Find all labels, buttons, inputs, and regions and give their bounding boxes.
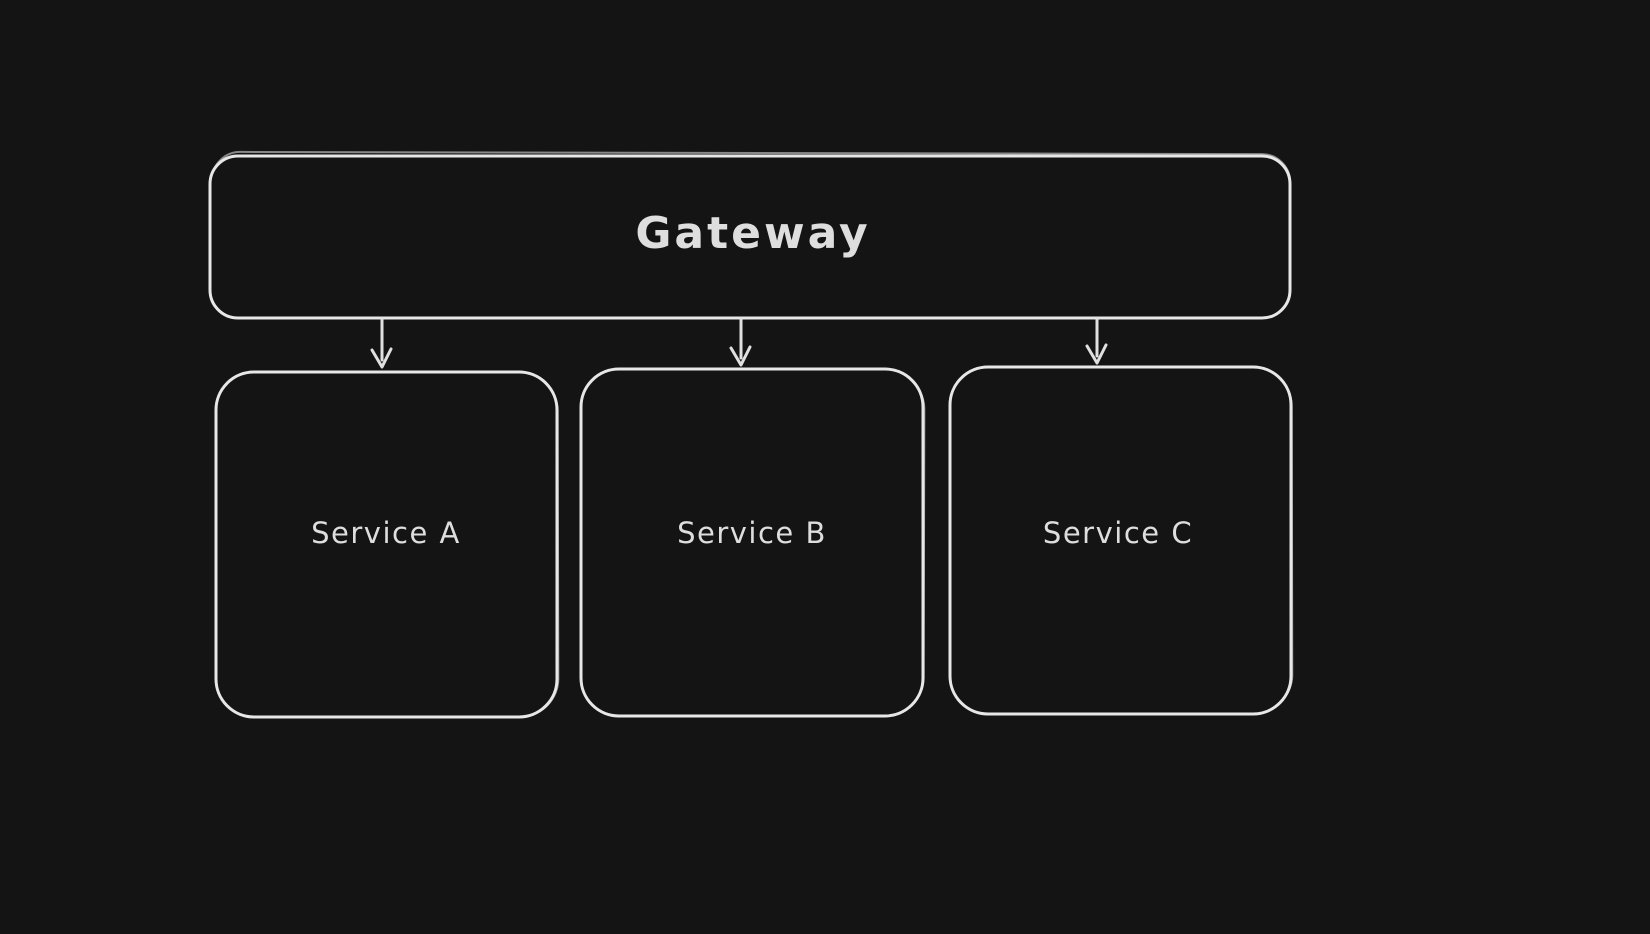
edge-gateway-to-service-c [1085,317,1108,365]
service-c-box[interactable] [948,365,1293,716]
node-service-a[interactable]: Service A [214,370,560,719]
edge-a-arrowhead-icon [370,347,393,369]
gateway-label: Gateway [635,208,870,259]
node-service-c[interactable]: Service C [948,365,1294,716]
edge-b-arrowhead-icon [729,345,752,367]
service-a-box[interactable] [214,370,559,719]
service-b-box[interactable] [579,367,925,718]
service-b-label: Service B [677,516,827,550]
gateway-box[interactable] [208,154,1292,320]
edge-gateway-to-service-a [370,317,393,369]
service-c-label: Service C [1043,516,1193,550]
edge-gateway-to-service-b [729,317,752,367]
node-gateway[interactable]: Gateway [208,150,1292,320]
service-a-label: Service A [311,516,461,550]
node-service-b[interactable]: Service B [579,367,926,718]
edge-c-arrowhead-icon [1085,343,1108,365]
